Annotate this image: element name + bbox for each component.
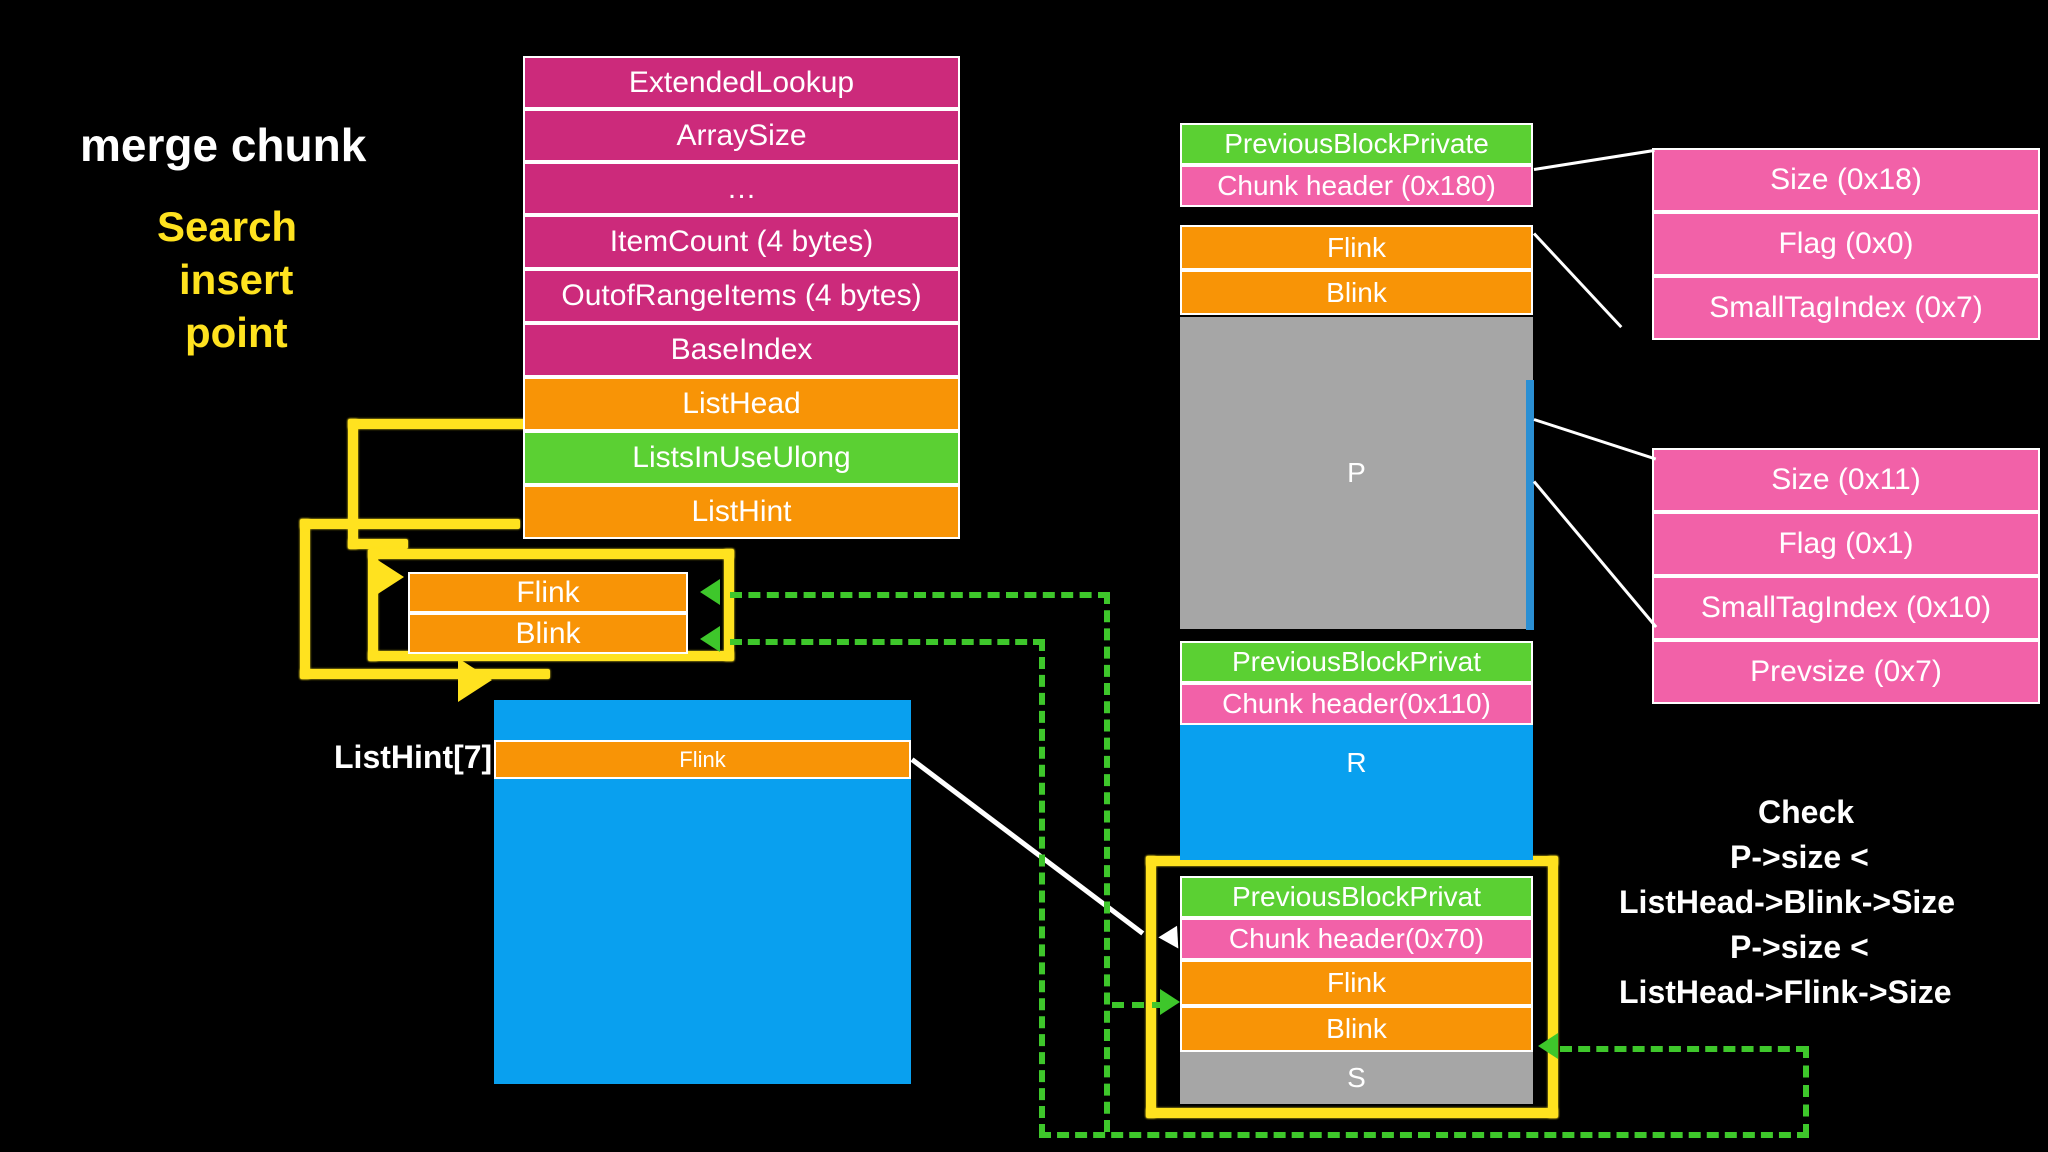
- dash-blink-horizontal: [730, 639, 1045, 645]
- struct-row-outofrangeitems: OutofRangeItems (4 bytes): [523, 269, 960, 323]
- chunks-body-s: S: [1180, 1052, 1533, 1104]
- page-title: merge chunk: [80, 119, 367, 171]
- dash-bottom-rail: [1039, 1132, 1809, 1138]
- detail-top-row-smalltagindex: SmallTagIndex (0x7): [1652, 276, 2040, 340]
- highlight-box-right: [724, 549, 734, 661]
- callout-line-bottom-upper: [1533, 418, 1657, 461]
- struct-row-arraysize: ArraySize: [523, 109, 960, 162]
- chunkr-body-r: R: [1180, 725, 1533, 860]
- detail-top-row-flag: Flag (0x0): [1652, 212, 2040, 276]
- dash-flink-horizontal: [730, 592, 1110, 598]
- detail-top-row-size: Size (0x18): [1652, 148, 2040, 212]
- highlight-s-bottom: [1146, 1108, 1558, 1118]
- highlight-s-top: [1146, 856, 1558, 866]
- check-note-line3: ListHead->Blink->Size: [1619, 884, 1956, 920]
- search-insert-point-line3: point: [185, 309, 288, 356]
- dash-chunks-flink-arrowhead: [1160, 989, 1180, 1015]
- chunkp-row-chunkheader: Chunk header (0x180): [1180, 165, 1533, 207]
- check-note-line4: P->size <: [1730, 929, 1869, 965]
- highlight-seg-outer-bottom-h: [300, 669, 550, 679]
- listhint-index-label: ListHint[7]: [334, 739, 493, 775]
- search-insert-point-line2: insert: [179, 256, 294, 303]
- dash-blink-vertical: [1039, 639, 1045, 1136]
- listhead-blink-row: Blink: [408, 613, 688, 654]
- chunkp-right-blue-strip: [1526, 380, 1534, 630]
- highlight-box-bottom: [368, 651, 734, 661]
- detail-bottom-row-flag: Flag (0x1): [1652, 512, 2040, 576]
- dash-chunks-blink-arrowhead: [1538, 1033, 1558, 1059]
- chunks-row-flink: Flink: [1180, 960, 1533, 1006]
- chunkp-row-previousblockprivate: PreviousBlockPrivate: [1180, 123, 1533, 165]
- highlight-box-left: [368, 549, 378, 661]
- chunks-row-chunkheader: Chunk header(0x70): [1180, 918, 1533, 960]
- check-note-line2: P->size <: [1730, 839, 1869, 875]
- callout-line-bottom-lower: [1532, 480, 1658, 629]
- detail-bottom-row-prevsize: Prevsize (0x7): [1652, 640, 2040, 704]
- struct-row-listhint: ListHint: [523, 485, 960, 539]
- detail-bottom-row-smalltagindex: SmallTagIndex (0x10): [1652, 576, 2040, 640]
- highlight-s-right: [1548, 856, 1558, 1118]
- callout-line-top-upper: [1533, 148, 1655, 171]
- search-insert-point-line1: Search: [157, 203, 298, 250]
- highlight-seg-mid-h: [348, 539, 408, 549]
- highlight-seg-outer-top-h: [300, 519, 520, 529]
- chunks-row-previousblockprivat: PreviousBlockPrivat: [1180, 876, 1533, 918]
- listhead-flink-row: Flink: [408, 572, 688, 613]
- detail-bottom-row-size: Size (0x11): [1652, 448, 2040, 512]
- chunkp-row-blink: Blink: [1180, 270, 1533, 315]
- dash-flink-arrowhead: [700, 579, 720, 605]
- struct-row-extendedlookup: ExtendedLookup: [523, 56, 960, 109]
- highlight-seg-outer-left-v: [300, 519, 310, 679]
- struct-row-itemcount: ItemCount (4 bytes): [523, 215, 960, 269]
- highlight-arrow-into-flink: [370, 555, 404, 599]
- check-note-line1: Check: [1758, 794, 1855, 830]
- chunkp-row-flink: Flink: [1180, 225, 1533, 270]
- highlight-s-left: [1146, 856, 1156, 1118]
- highlight-seg-left-v1: [348, 419, 358, 549]
- dash-into-chunks-flink-horizontal: [1112, 1002, 1164, 1008]
- struct-row-ellipsis: …: [523, 162, 960, 215]
- highlight-box-top: [368, 549, 734, 559]
- check-note-line5: ListHead->Flink->Size: [1619, 974, 1952, 1010]
- struct-row-listsinuseulong: ListsInUseUlong: [523, 431, 960, 485]
- callout-line-top-lower: [1532, 232, 1623, 329]
- struct-row-baseindex: BaseIndex: [523, 323, 960, 377]
- chunks-row-blink: Blink: [1180, 1006, 1533, 1052]
- listhint-flink-row: Flink: [494, 740, 911, 779]
- chunkp-body-p: P: [1180, 317, 1533, 629]
- dash-flink-vertical: [1104, 592, 1110, 1132]
- highlight-seg-top-h: [348, 419, 528, 429]
- dash-blink-arrowhead: [700, 626, 720, 652]
- chunkr-row-chunkheader: Chunk header(0x110): [1180, 683, 1533, 725]
- chunkr-row-previousblockprivat: PreviousBlockPrivat: [1180, 641, 1533, 683]
- dash-right-rail-vertical: [1803, 1046, 1809, 1136]
- highlight-arrow-into-listhint: [458, 658, 492, 702]
- struct-row-listhead: ListHead: [523, 377, 960, 431]
- dash-into-chunks-blink-horizontal: [1560, 1046, 1808, 1052]
